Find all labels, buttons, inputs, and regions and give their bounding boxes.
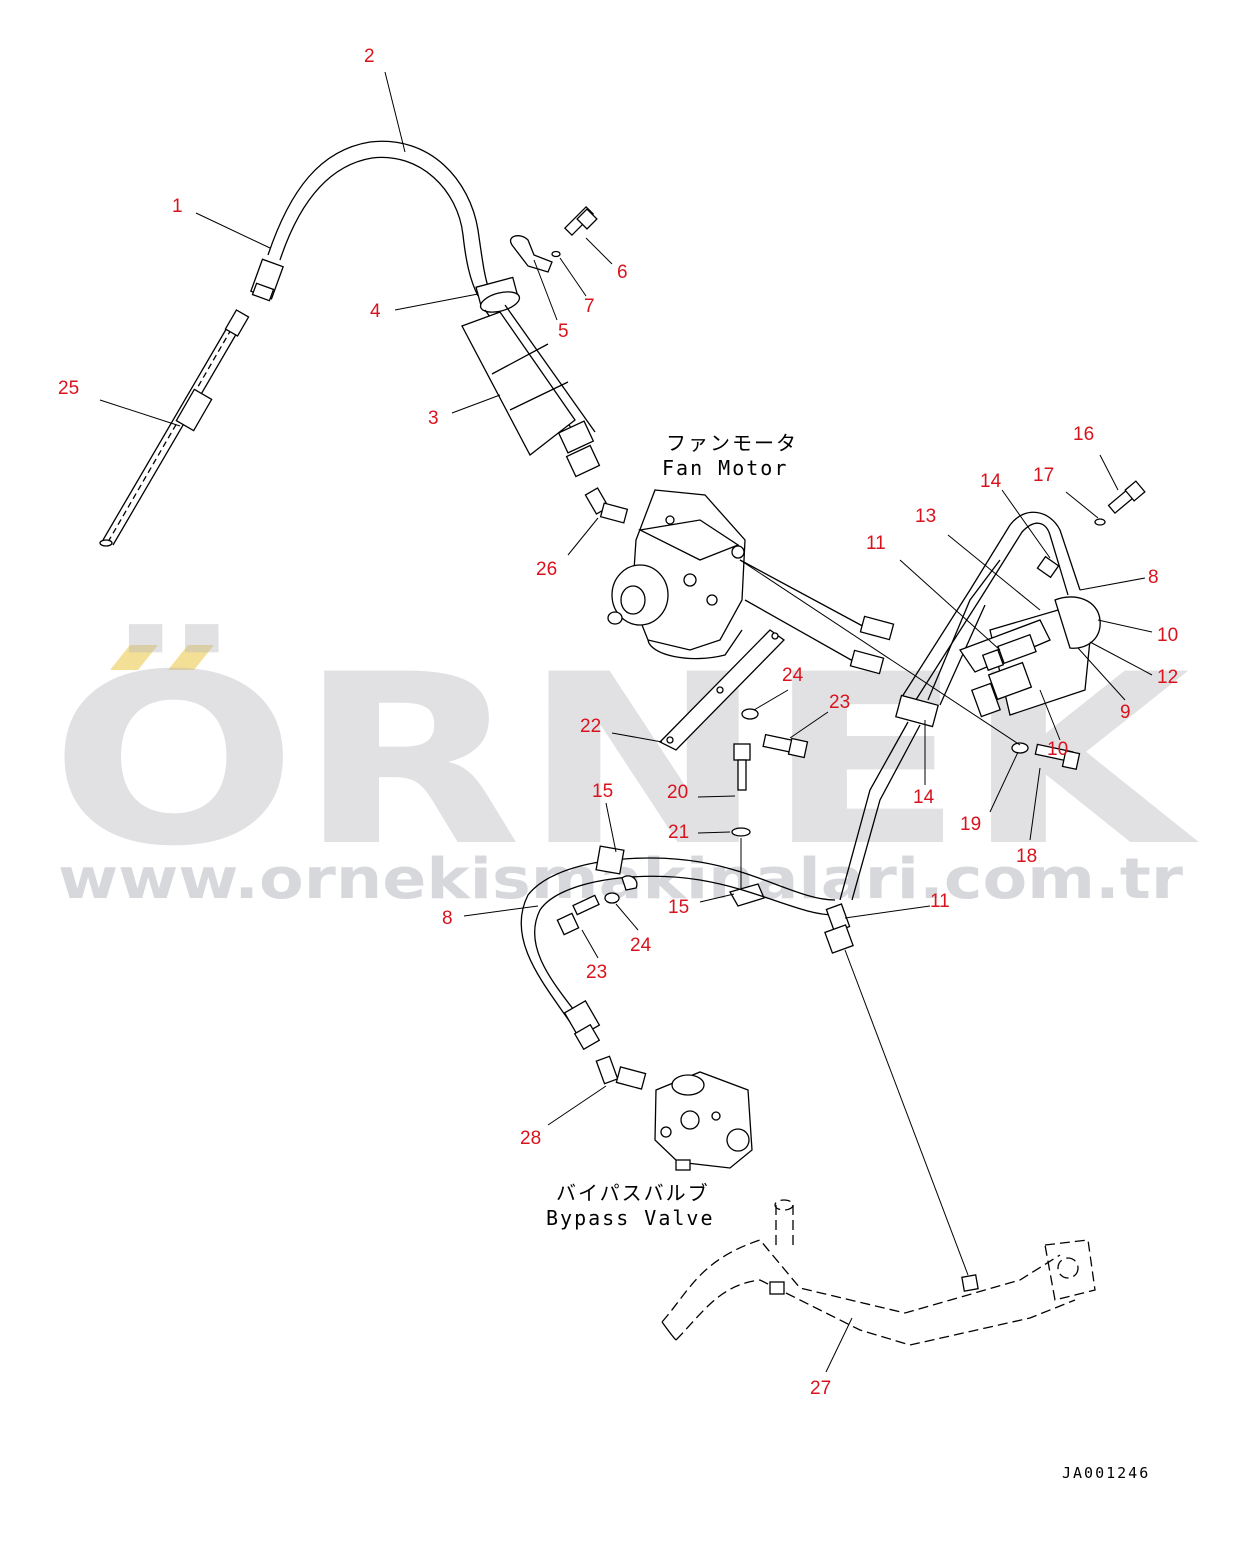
callout-15: 15 (592, 781, 613, 802)
parts-16-17 (1094, 480, 1146, 526)
callout-5: 5 (558, 321, 569, 342)
callout-19: 19 (960, 814, 981, 835)
callout-23: 23 (829, 692, 850, 713)
callout-24: 24 (630, 935, 652, 956)
leader-lines (99, 71, 1153, 1373)
tube-assembly (839, 511, 1081, 901)
bypass-valve (595, 1055, 753, 1171)
part-26-elbow (584, 487, 629, 524)
motor-fittings (739, 559, 895, 675)
callout-9: 9 (1120, 702, 1131, 723)
callout-18: 18 (1016, 846, 1037, 867)
callout-17: 17 (1033, 465, 1054, 486)
parts-22-23-24 (658, 629, 809, 759)
callout-11: 11 (866, 533, 886, 554)
callout-8: 8 (442, 908, 453, 929)
part-25-pipe (99, 309, 250, 547)
callout-8: 8 (1148, 567, 1159, 588)
callout-11: 11 (930, 891, 950, 912)
callout-4: 4 (370, 301, 381, 322)
fan-motor-caption-en: Fan Motor (662, 456, 788, 480)
callout-20: 20 (667, 782, 688, 803)
callout-16: 16 (1073, 424, 1094, 445)
callout-27: 27 (810, 1378, 831, 1399)
callout-26: 26 (536, 559, 557, 580)
callout-21: 21 (668, 822, 689, 843)
drawing-code: JA001246 (1062, 1464, 1150, 1482)
callout-13: 13 (915, 506, 936, 527)
callout-3: 3 (428, 408, 439, 429)
callout-10: 10 (1047, 739, 1068, 760)
callout-24: 24 (782, 665, 804, 686)
callout-25: 25 (58, 378, 79, 399)
bypass-valve-caption-en: Bypass Valve (546, 1206, 715, 1230)
part-2-hose-arch (250, 140, 521, 313)
callout-15: 15 (668, 897, 689, 918)
callout-12: 12 (1157, 667, 1178, 688)
parts-5-6-7 (509, 205, 598, 273)
callout-23: 23 (586, 962, 607, 983)
parts-18-19 (739, 559, 1081, 771)
callout-10: 10 (1157, 625, 1178, 646)
fan-motor (607, 489, 746, 660)
parts-20-21-15 (729, 743, 765, 907)
callout-labels: 1234567252616171413118101291014242322202… (58, 46, 1178, 1399)
callout-14: 14 (980, 471, 1002, 492)
bypass-valve-caption-jp: バイパスバルブ (556, 1181, 710, 1205)
part-27-fittings (661, 1274, 979, 1341)
callout-2: 2 (364, 46, 375, 67)
callout-7: 7 (584, 296, 595, 317)
part-27-pipe (661, 1199, 1096, 1346)
valve-block (958, 596, 1101, 718)
parts-23-24-lower (556, 892, 620, 936)
leader-11-27 (844, 949, 969, 1276)
part-3-hose-guard (461, 304, 601, 478)
callout-6: 6 (617, 262, 628, 283)
callout-28: 28 (520, 1128, 541, 1149)
callout-22: 22 (580, 716, 601, 737)
callout-14: 14 (913, 787, 935, 808)
part-8-lower-hose (520, 845, 854, 1051)
fan-motor-caption-jp: ファンモータ (666, 431, 798, 455)
callout-1: 1 (172, 196, 183, 217)
